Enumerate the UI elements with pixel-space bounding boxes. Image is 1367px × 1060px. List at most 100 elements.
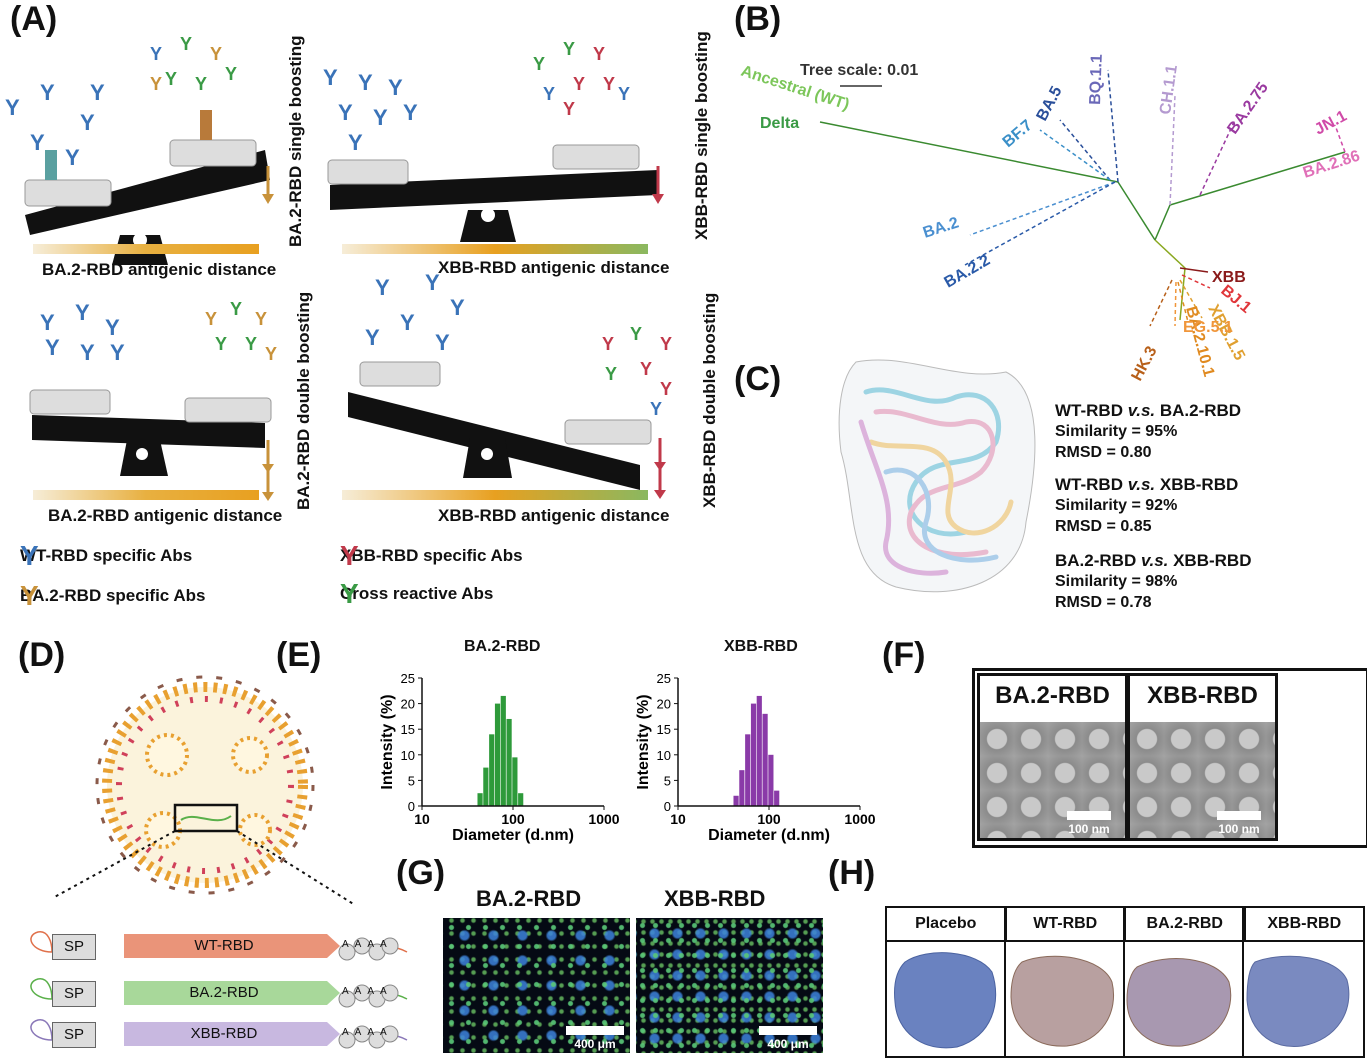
legend-ba2: Y BA.2-RBD specific Abs [20,580,206,611]
tem-image [1130,722,1275,838]
histogram-bar [745,734,751,806]
leaf-delta: Delta [760,115,799,132]
svg-text:Y: Y [365,325,380,350]
svg-text:Y: Y [165,69,177,89]
svg-text:Y: Y [660,379,672,399]
tree-scale-label: Tree scale: 0.01 [800,62,918,79]
svg-text:Y: Y [195,74,207,94]
xbb-double-distance-label: XBB-RBD antigenic distance [438,506,670,525]
panel-label-c: (C) [734,360,782,398]
svg-text:Y: Y [245,334,257,354]
tem-title: XBB-RBD [1147,682,1258,709]
svg-text:Y: Y [40,310,55,335]
ba2-double-distance-label: BA.2-RBD antigenic distance [48,506,283,525]
legend-xbb: Y XBB-RBD specific Abs [340,540,523,571]
fluorescence-image-ba2: 400 μm [443,918,630,1053]
x-axis-label: Diameter (d.nm) [708,827,830,844]
y-tick-label: 10 [657,748,671,763]
fluo-title-xbb: XBB-RBD [664,886,766,911]
leaf-ba2: BA.2 [921,214,961,241]
panel-label-a: (A) [10,0,58,38]
chart-title-ba2: BA.2-RBD [464,638,541,655]
leaf-xbb: XBB [1212,269,1246,286]
lnp-diagram [55,675,356,906]
tem-xbb: XBB-RBD 100 nm [1127,673,1278,841]
leaf-ba5: BA.5 [1034,84,1066,124]
leaf-ba286: BA.2.86 [1301,147,1362,181]
down-arrow-icon [652,166,664,204]
leaf-eg51: EG.5.1 [1183,319,1233,336]
y-tick-label: 15 [657,722,671,737]
x-tick-label: 1000 [844,811,875,827]
histogram-bar [518,793,524,806]
svg-text:Y: Y [563,99,575,119]
double-down-arrow-icon [654,438,666,499]
signal-peptide-box: SP [52,981,96,1007]
svg-text:Y: Y [180,34,192,54]
svg-text:Y: Y [40,80,55,105]
y-tick-label: 10 [401,748,415,763]
svg-text:Y: Y [563,39,575,59]
svg-text:Y: Y [573,74,585,94]
leaf-bq11: BQ.1.1 [1087,54,1106,105]
svg-text:Y: Y [640,359,652,379]
down-arrow-icon [262,166,274,204]
x-tick-label: 10 [670,811,686,827]
signal-peptide-box: SP [52,934,96,960]
y-tick-label: 0 [408,799,415,814]
svg-text:Y: Y [80,340,95,365]
histogram-bar [750,703,757,806]
svg-text:Y: Y [403,100,418,125]
ihc-grid: Placebo WT-RBD BA.2-RBD XBB-RBD [885,906,1365,1058]
histogram-bar [483,767,489,806]
ihc-col-wt: WT-RBD [1007,908,1126,940]
x-tick-label: 1000 [588,811,619,827]
panel-label-h: (H) [828,854,876,892]
comparison-3: BA.2-RBD v.s. XBB-RBD Similarity = 98% R… [1055,551,1252,611]
antibody-icon: Y [340,540,359,571]
histogram-bar [506,718,512,806]
fluorescence-image-xbb: 400 μm [636,918,823,1053]
y-tick-label: 20 [401,697,415,712]
panel-label-e: (E) [276,636,322,674]
svg-text:Y: Y [603,74,615,94]
svg-text:Y: Y [388,75,403,100]
y-axis-label: Intensity (%) [635,694,652,789]
x-tick-label: 100 [757,811,781,827]
svg-text:Y: Y [265,344,277,364]
scale-bar: 400 μm [564,1026,626,1051]
ihc-header: Placebo WT-RBD BA.2-RBD XBB-RBD [887,908,1363,942]
svg-text:Y: Y [543,84,555,104]
ba2-double-label: BA.2-RBD double boosting [294,291,313,510]
ba2-single-label: BA.2-RBD single boosting [286,35,305,247]
chart-title-xbb: XBB-RBD [724,638,798,655]
tem-ba2: BA.2-RBD 100 nm [977,673,1128,841]
svg-text:Y: Y [660,334,672,354]
xbb-distance-gradient [342,244,648,254]
rbd-structure-overlay [838,359,1036,593]
x-tick-label: 10 [414,811,430,827]
histogram-bar [768,754,774,806]
histogram-bar [489,734,495,806]
svg-text:Y: Y [348,130,363,155]
svg-text:Y: Y [593,44,605,64]
histogram-bar [477,793,483,806]
svg-text:Y: Y [30,130,45,155]
antibody-icon: Y [20,540,39,571]
panel-label-f: (F) [882,636,926,674]
tem-title: BA.2-RBD [995,682,1110,709]
svg-text:Y: Y [435,330,450,355]
y-tick-label: 5 [664,773,671,788]
svg-text:Y: Y [425,270,440,295]
scale-bar: 100 nm [1211,811,1267,836]
svg-text:Y: Y [225,64,237,84]
svg-text:Y: Y [80,110,95,135]
histogram-bar [774,790,780,806]
x-tick-label: 100 [501,811,525,827]
svg-text:Y: Y [5,95,20,120]
